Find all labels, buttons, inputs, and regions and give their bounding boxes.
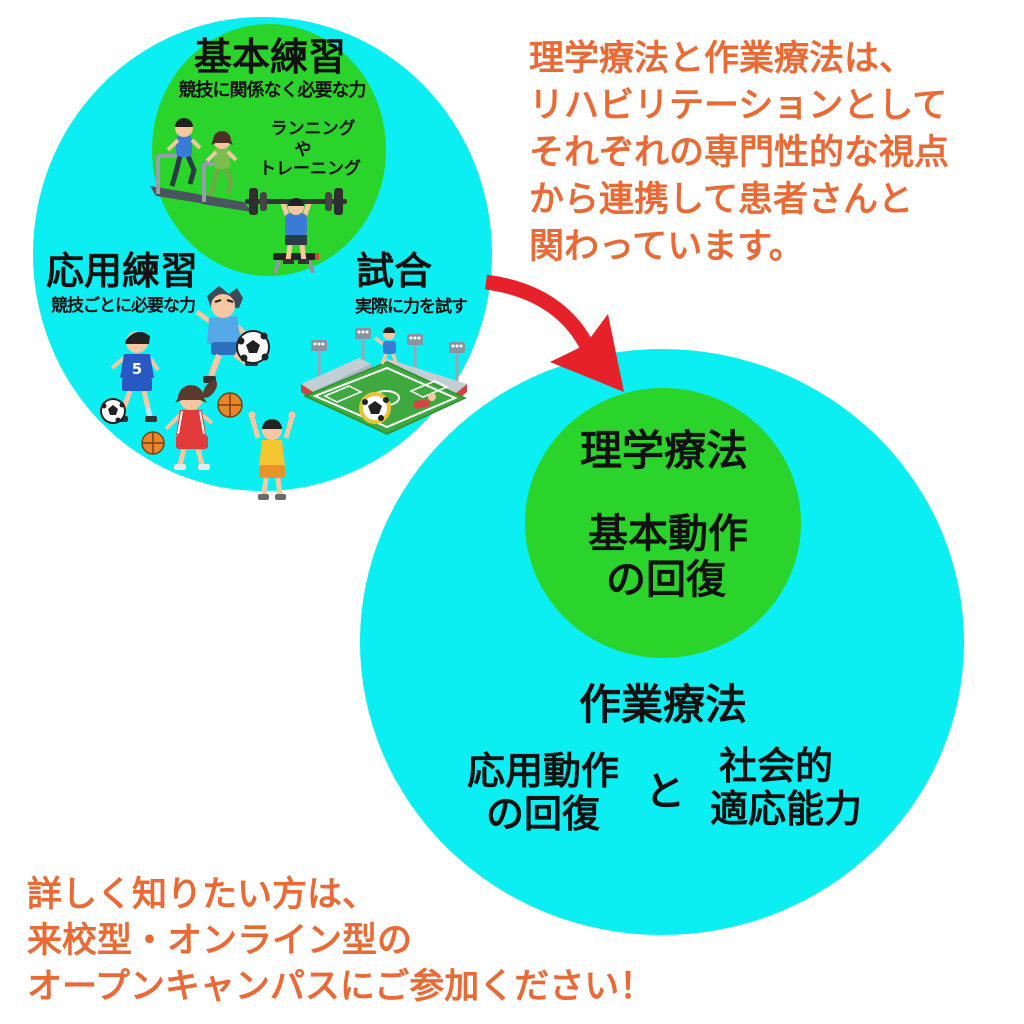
physical-therapy-line1: 基本動作 bbox=[588, 511, 748, 557]
jumping-player bbox=[373, 327, 398, 365]
cta-line3: オープンキャンパスにご参加ください！ bbox=[27, 967, 655, 1007]
occupational-right-line2: 適応能力 bbox=[709, 787, 863, 831]
basketball-icon bbox=[141, 431, 165, 455]
occupational-left-line1: 応用動作 bbox=[466, 749, 620, 793]
jersey-number: 5 bbox=[132, 360, 142, 378]
soccer-ball-icon bbox=[100, 398, 126, 424]
floodlight-icon bbox=[407, 334, 423, 374]
weightlifter-illustration bbox=[245, 188, 347, 274]
occupational-therapy-title: 作業療法 bbox=[578, 680, 748, 729]
description-line1: 理学療法と作業療法は、 bbox=[529, 39, 915, 79]
basic-note-line3: トレーニング bbox=[259, 159, 361, 179]
treadmill-runners-illustration bbox=[150, 118, 252, 212]
basic-practice-subtitle: 競技に関係なく必要な力 bbox=[178, 80, 367, 101]
cta-line1: 詳しく知りたい方は、 bbox=[27, 875, 378, 915]
basic-practice-title: 基本練習 bbox=[193, 35, 347, 79]
floodlight-icon bbox=[355, 328, 371, 368]
description-line2: リハビリテーションとして bbox=[529, 86, 948, 126]
occupational-connector: と bbox=[645, 769, 685, 815]
cheering-boy-illustration bbox=[248, 411, 296, 500]
basketball-girl-illustration bbox=[141, 380, 243, 470]
soccer-ball-icon bbox=[236, 330, 270, 364]
applied-practice-title: 応用練習 bbox=[45, 249, 199, 293]
physical-therapy-title: 理学療法 bbox=[579, 426, 749, 475]
occupational-left-line2: の回復 bbox=[485, 792, 601, 836]
cta-line2: 来校型・オンライン型の bbox=[27, 921, 413, 961]
description-line3: それぞれの専門性的な視点 bbox=[529, 133, 950, 173]
floodlight-icon bbox=[311, 340, 327, 380]
match-title: 試合 bbox=[355, 249, 433, 293]
physical-therapy-line2: の回復 bbox=[606, 557, 726, 603]
description-line4: から連携して患者さんと bbox=[529, 180, 913, 220]
basketball-icon bbox=[217, 392, 243, 418]
basic-note-line1: ランニング bbox=[270, 119, 356, 139]
soccer-dribble-illustration: 5 bbox=[100, 331, 160, 424]
occupational-right-line1: 社会的 bbox=[718, 744, 834, 788]
soccer-ball-icon bbox=[359, 392, 391, 424]
soccer-kick-illustration bbox=[195, 286, 270, 383]
stadium-illustration bbox=[301, 327, 467, 435]
applied-practice-subtitle: 競技ごとに必要な力 bbox=[51, 296, 196, 316]
floodlight-icon bbox=[449, 342, 465, 382]
red-arrow-icon bbox=[484, 274, 624, 392]
description-text: 理学療法と作業療法は、 リハビリテーションとして それぞれの専門性的な視点 から… bbox=[529, 36, 949, 271]
basic-note-line2: や bbox=[294, 140, 312, 160]
match-subtitle: 実際に力を試す bbox=[355, 297, 468, 317]
therapy-physical-inner-circle bbox=[525, 388, 801, 658]
cta-text: 詳しく知りたい方は、 来校型・オンライン型の オープンキャンパスにご参加ください… bbox=[27, 872, 654, 1010]
description-line5: 関わっています。 bbox=[529, 227, 804, 267]
